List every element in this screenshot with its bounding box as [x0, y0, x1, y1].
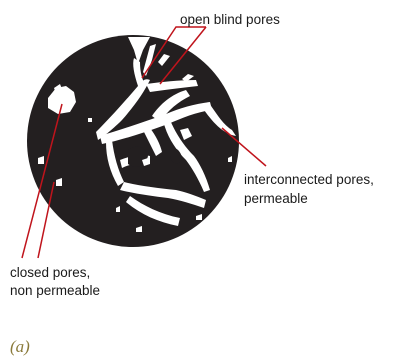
closed-pore: [88, 118, 92, 122]
label-open-blind-pores: open blind pores: [180, 12, 280, 27]
label-interconnected-line2: permeable: [244, 191, 308, 206]
material-cross-section: [27, 35, 239, 247]
label-interconnected-line1: interconnected pores,: [244, 172, 374, 187]
label-closed-line2: non permeable: [10, 283, 100, 298]
figure-caption: (a): [10, 337, 30, 356]
label-closed-line1: closed pores,: [10, 265, 90, 280]
